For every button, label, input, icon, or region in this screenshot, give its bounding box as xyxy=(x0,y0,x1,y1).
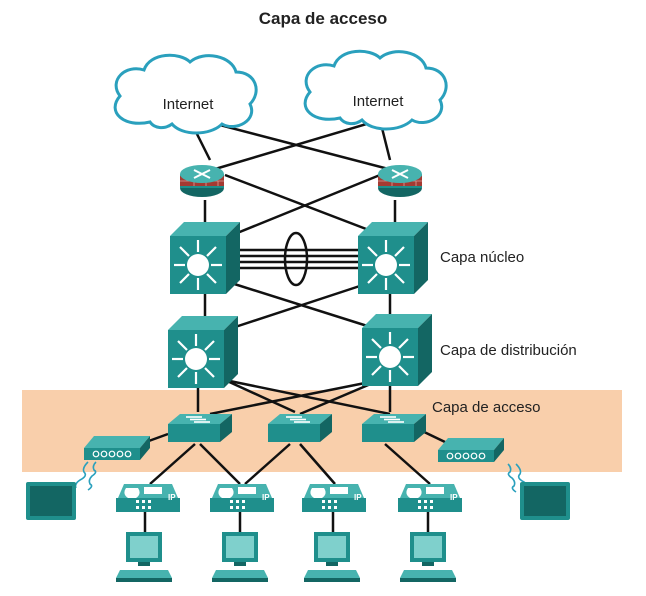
desktop-pc-1 xyxy=(116,532,172,582)
firewall-router-right xyxy=(377,164,423,198)
desktop-pc-4 xyxy=(400,532,456,582)
cloud-label-left: Internet xyxy=(163,96,215,113)
access-layer-label: Capa de acceso xyxy=(432,399,540,416)
core-switch-left xyxy=(168,220,242,296)
access-switch-2 xyxy=(267,413,333,443)
access-switch-3 xyxy=(361,413,427,443)
core-layer-label: Capa núcleo xyxy=(440,249,524,266)
ip-badge: IP xyxy=(354,493,362,502)
wireless-ap-right xyxy=(437,437,505,463)
ip-phone-1: IP xyxy=(116,484,180,512)
firewall-router-left xyxy=(179,164,225,198)
distribution-switch-left xyxy=(166,314,240,390)
internet-cloud-left: Internet xyxy=(113,53,258,135)
tablet-left xyxy=(26,482,76,520)
access-switch-1 xyxy=(167,413,233,443)
ip-badge: IP xyxy=(450,493,458,502)
ip-phone-3: IP xyxy=(302,484,366,512)
distribution-layer-label: Capa de distribución xyxy=(440,342,577,359)
ip-badge: IP xyxy=(168,493,176,502)
desktop-pc-2 xyxy=(212,532,268,582)
distribution-switch-right xyxy=(360,312,434,388)
ip-phone-2: IP xyxy=(210,484,274,512)
ip-badge: IP xyxy=(262,493,270,502)
core-switch-right xyxy=(356,220,430,296)
etherchannel-ring xyxy=(283,231,309,287)
network-links xyxy=(143,110,446,532)
desktop-pc-3 xyxy=(304,532,360,582)
wireless-ap-left xyxy=(83,435,151,461)
wireless-signal xyxy=(74,461,530,493)
ip-phone-4: IP xyxy=(398,484,462,512)
internet-cloud-right: Internet xyxy=(303,49,448,131)
tablet-right xyxy=(520,482,570,520)
cloud-label-right: Internet xyxy=(353,93,405,110)
diagram-title: Capa de acceso xyxy=(259,9,388,28)
